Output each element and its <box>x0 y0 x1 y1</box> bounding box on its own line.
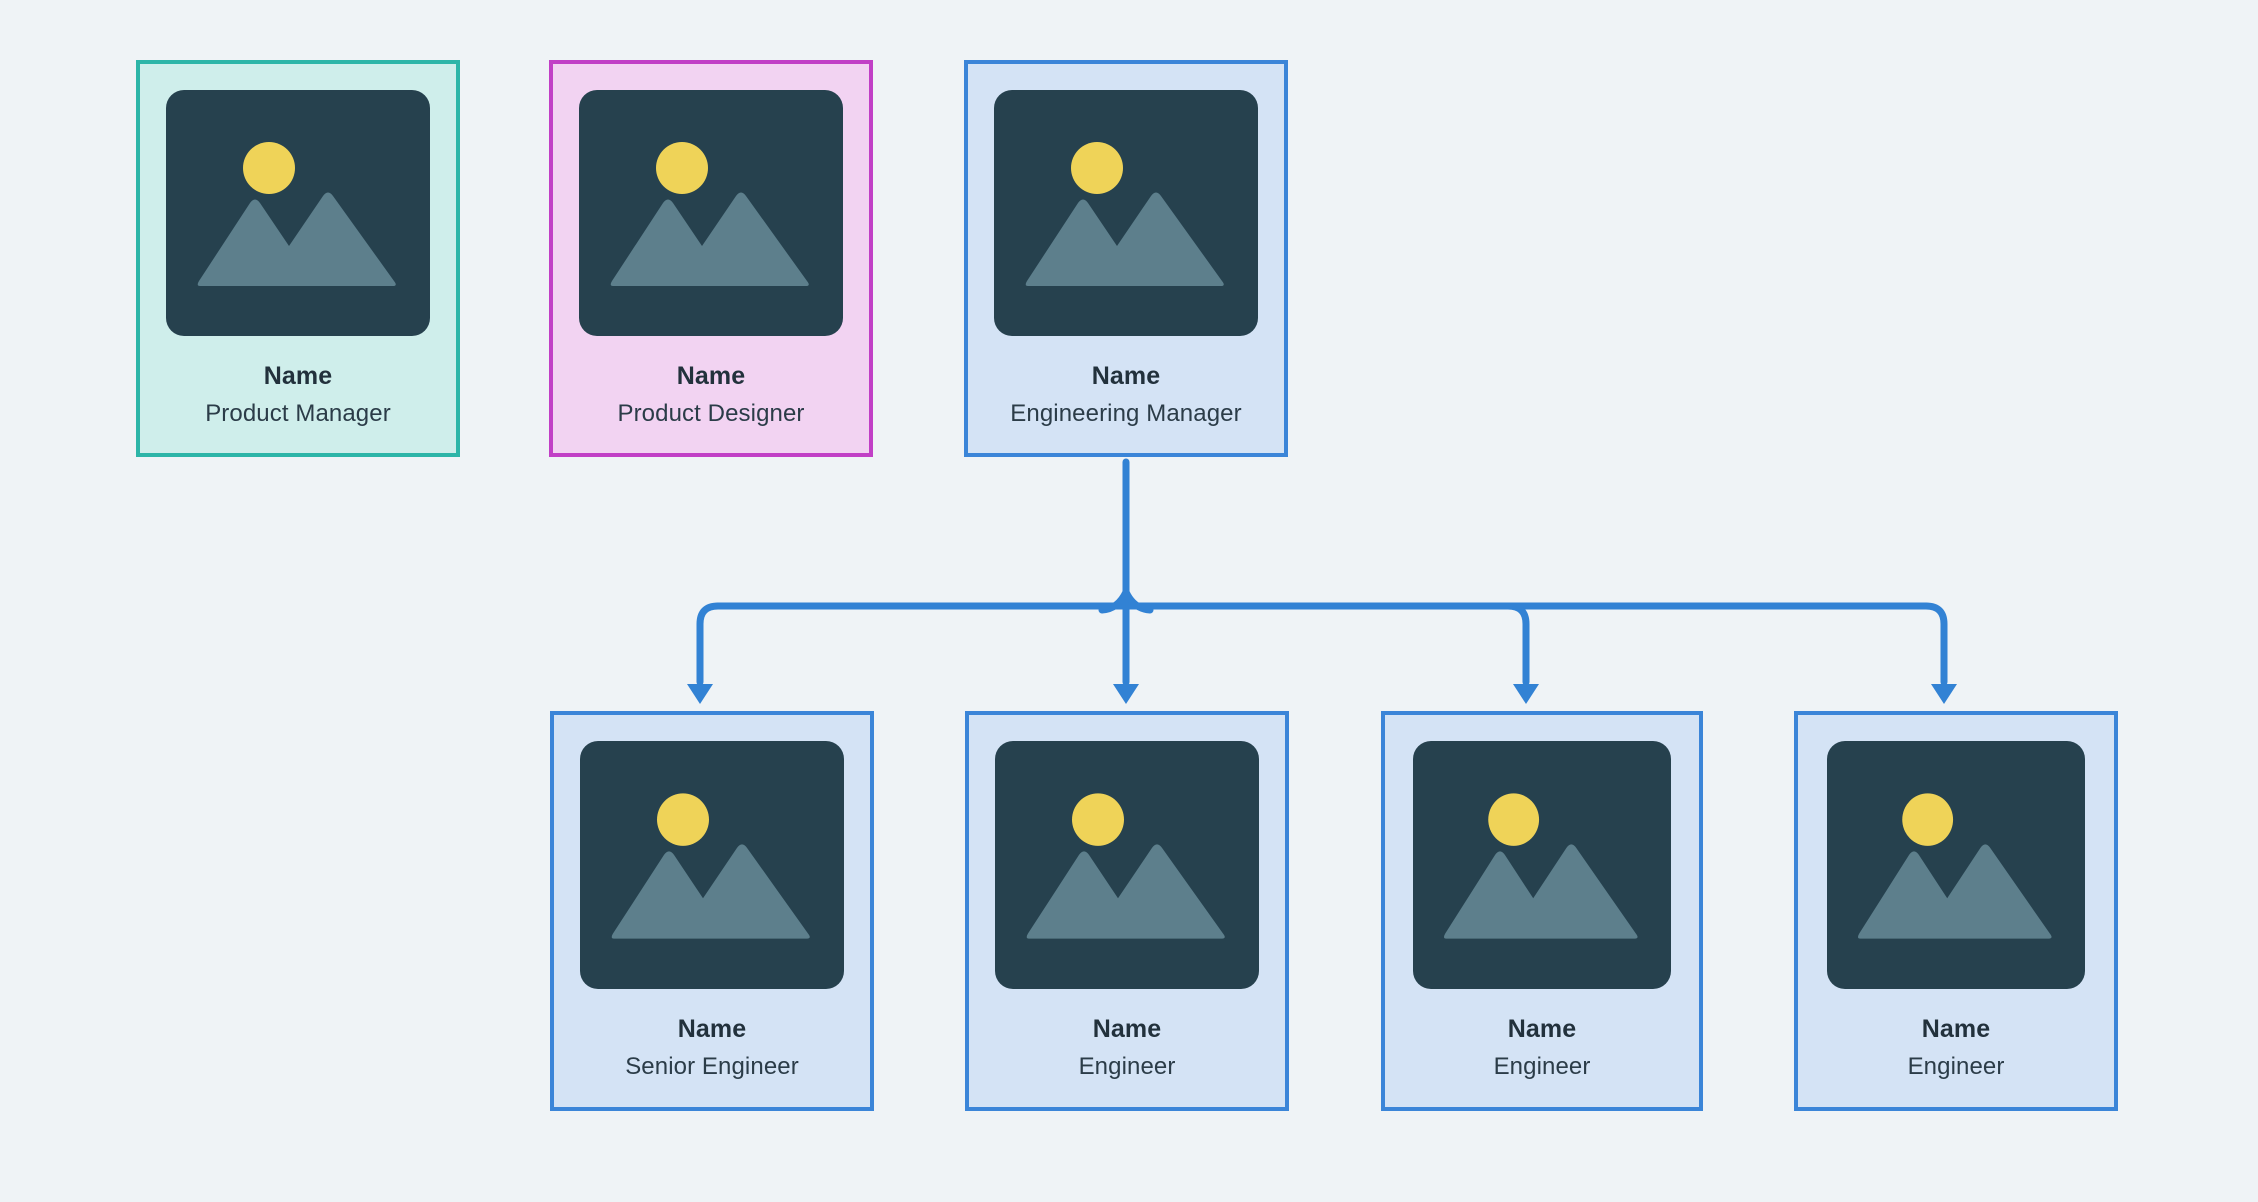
card-person-name: Name <box>1921 1015 1991 1043</box>
card-person-role: Engineer <box>1907 1053 2005 1080</box>
connector-junction-notch <box>1098 583 1154 614</box>
card-person-role: Engineering Manager <box>1010 400 1242 427</box>
mountains-icon <box>197 192 396 286</box>
arrow-down-icon <box>1931 684 1957 704</box>
connector-leg-2 <box>1504 602 1530 686</box>
card-person-name: Name <box>1092 1015 1162 1043</box>
mountains-icon <box>1025 192 1224 286</box>
card-person-name: Name <box>263 362 333 390</box>
connector-leg-3 <box>1922 602 1948 686</box>
mountains-icon <box>611 844 810 939</box>
card-photo-placeholder <box>579 90 843 336</box>
sun-circle-icon <box>1072 793 1124 846</box>
arrow-down-icon <box>1113 684 1139 704</box>
card-person-name: Name <box>1091 362 1161 390</box>
card-person-role: Senior Engineer <box>625 1053 799 1080</box>
card-person-name: Name <box>676 362 746 390</box>
mountains-icon <box>1443 844 1638 939</box>
arrow-down-icon <box>687 684 713 704</box>
card-person-name: Name <box>1507 1015 1577 1043</box>
card-person-name: Name <box>677 1015 747 1043</box>
sun-circle-icon <box>657 793 709 846</box>
sun-circle-icon <box>1071 142 1123 194</box>
card-photo-placeholder <box>995 741 1259 989</box>
sun-circle-icon <box>1488 793 1540 846</box>
card-photo-placeholder <box>1827 741 2085 989</box>
image-placeholder-icon <box>1857 793 2052 939</box>
image-placeholder-icon <box>611 793 810 939</box>
sun-circle-icon <box>656 142 708 194</box>
card-photo-placeholder <box>994 90 1258 336</box>
card-person-role: Engineer <box>1493 1053 1591 1080</box>
image-placeholder-icon <box>610 142 809 286</box>
image-placeholder-icon <box>1443 793 1638 939</box>
card-photo-placeholder <box>166 90 430 336</box>
card-person-role: Product Manager <box>205 400 391 427</box>
mountains-icon <box>610 192 809 286</box>
mountains-icon <box>1026 844 1225 939</box>
card-person-role: Product Designer <box>617 400 805 427</box>
image-placeholder-icon <box>1026 793 1225 939</box>
sun-circle-icon <box>243 142 295 194</box>
image-placeholder-icon <box>1025 142 1224 286</box>
arrow-down-icon <box>1513 684 1539 704</box>
sun-circle-icon <box>1902 793 1954 846</box>
card-photo-placeholder <box>1413 741 1671 989</box>
connector-leg-0 <box>696 602 722 686</box>
image-placeholder-icon <box>197 142 396 286</box>
card-photo-placeholder <box>580 741 844 989</box>
card-person-role: Engineer <box>1078 1053 1176 1080</box>
mountains-icon <box>1857 844 2052 939</box>
